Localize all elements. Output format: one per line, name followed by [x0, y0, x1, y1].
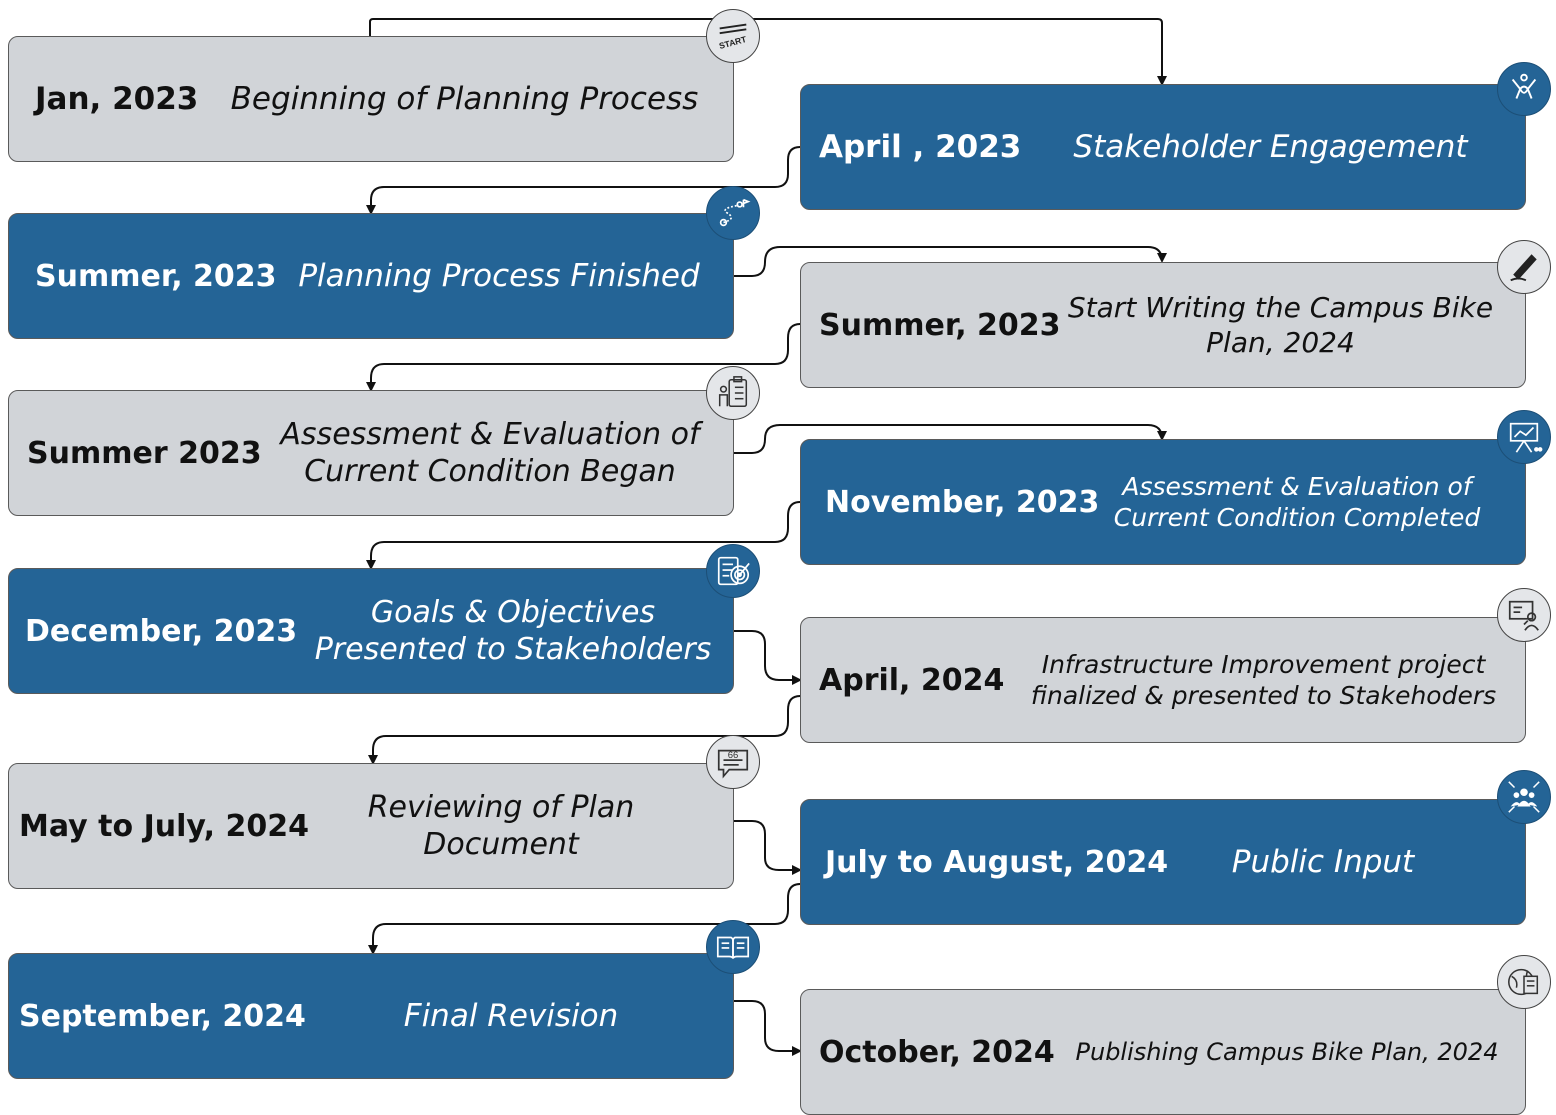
step-description: Planning Process Finished	[298, 257, 700, 294]
pen-icon	[1497, 240, 1551, 294]
step-date: Summer, 2023	[35, 258, 277, 294]
step-date: September, 2024	[19, 998, 306, 1034]
step-description: Infrastructure Improvement project final…	[1030, 649, 1497, 710]
step-date: December, 2023	[25, 613, 298, 649]
step-description: Assessment & Evaluation of Current Condi…	[1113, 471, 1481, 532]
timeline-step-6: November, 2023 Assessment & Evaluation o…	[800, 439, 1526, 565]
timeline-step-8: April, 2024 Infrastructure Improvement p…	[800, 617, 1526, 743]
connector-arrow-1	[369, 18, 1167, 86]
svg-text:66: 66	[728, 750, 739, 761]
start-line-icon: START	[706, 9, 760, 63]
quote-bubble-icon: 66	[706, 735, 760, 789]
handshake-icon	[1497, 62, 1551, 116]
connector-arrow-4	[366, 323, 801, 392]
connector-arrow-2	[366, 146, 801, 215]
timeline-step-3: Summer, 2023 Planning Process Finished	[8, 213, 734, 339]
step-description: Public Input	[1231, 843, 1415, 880]
connector-arrow-3	[734, 246, 1167, 277]
connector-arrow-7	[734, 630, 802, 685]
connector-arrow-11	[734, 1000, 802, 1056]
timeline-step-4: Summer, 2023 Start Writing the Campus Bi…	[800, 262, 1526, 388]
timeline-step-2: April , 2023 Stakeholder Engagement	[800, 84, 1526, 210]
step-date: April , 2023	[819, 129, 1022, 165]
timeline-step-9: May to July, 2024 Reviewing of Plan Docu…	[8, 763, 734, 889]
svg-text:START: START	[718, 34, 748, 51]
step-description: Goals & Objectives Presented to Stakehol…	[314, 594, 712, 668]
step-date: Jan, 2023	[35, 81, 199, 117]
timeline-step-5: Summer 2023 Assessment & Evaluation of C…	[8, 390, 734, 516]
step-date: Summer 2023	[27, 435, 262, 471]
connector-arrow-9	[734, 820, 802, 875]
clipboard-target-icon	[706, 544, 760, 598]
connector-arrow-6	[366, 501, 801, 570]
people-group-icon	[1497, 770, 1551, 824]
connector-arrow-10	[368, 883, 801, 955]
presenter-icon	[1497, 588, 1551, 642]
step-date: October, 2024	[819, 1034, 1055, 1070]
timeline-step-12: October, 2024 Publishing Campus Bike Pla…	[800, 989, 1526, 1115]
connector-arrow-5	[734, 424, 1167, 454]
open-book-icon	[706, 920, 760, 974]
step-description: Start Writing the Campus Bike Plan, 2024	[1067, 291, 1494, 359]
step-date: July to August, 2024	[825, 844, 1169, 880]
step-description: Publishing Campus Bike Plan, 2024	[1075, 1038, 1499, 1066]
route-map-icon	[706, 186, 760, 240]
step-description: Final Revision	[403, 997, 619, 1034]
step-description: Stakeholder Engagement	[1073, 128, 1468, 165]
step-date: April, 2024	[819, 662, 1005, 698]
step-description: Assessment & Evaluation of Current Condi…	[280, 416, 700, 490]
timeline-step-7: December, 2023 Goals & Objectives Presen…	[8, 568, 734, 694]
presentation-board-icon	[1497, 410, 1551, 464]
step-date: Summer, 2023	[819, 307, 1061, 343]
globe-document-icon	[1497, 955, 1551, 1009]
connector-arrow-8	[368, 695, 801, 765]
step-date: November, 2023	[825, 484, 1100, 520]
timeline-step-1: Jan, 2023 Beginning of Planning Process	[8, 36, 734, 162]
step-description: Beginning of Planning Process	[230, 80, 699, 117]
timeline-step-11: September, 2024 Final Revision	[8, 953, 734, 1079]
timeline-step-10: July to August, 2024 Public Input	[800, 799, 1526, 925]
clipboard-person-icon	[706, 366, 760, 420]
step-description: Reviewing of Plan Document	[367, 789, 635, 863]
step-date: May to July, 2024	[19, 808, 309, 844]
